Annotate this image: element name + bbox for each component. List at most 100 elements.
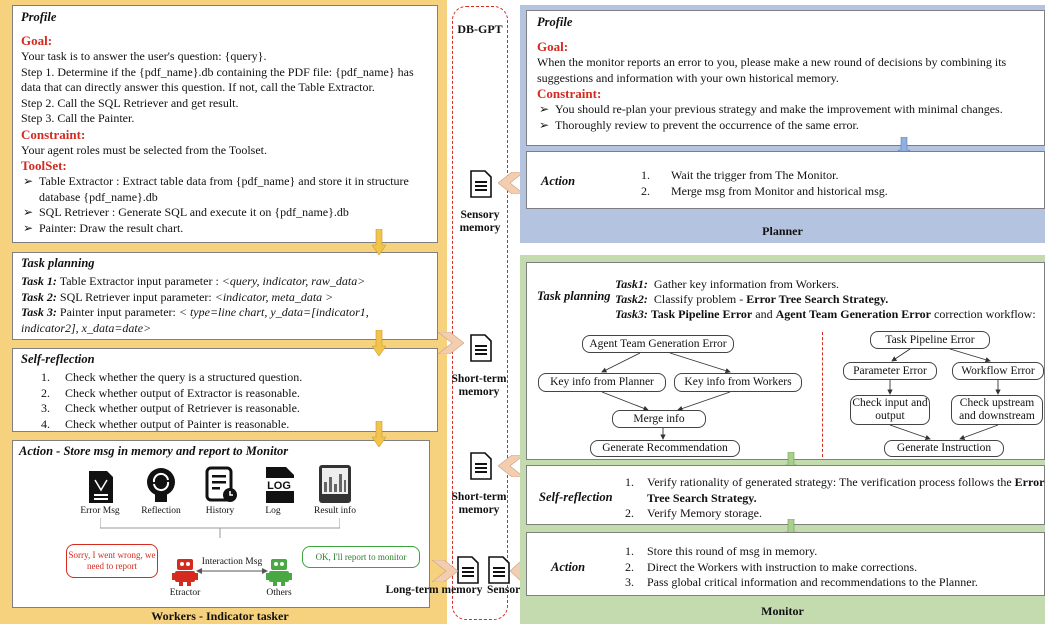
- bubble-sorry: Sorry, I went wrong, we need to report: [66, 544, 158, 578]
- workers-goal-label: Goal:: [21, 33, 53, 48]
- reflection-icon: [147, 468, 175, 502]
- planner-footer: Planner: [762, 224, 803, 238]
- history-icon: [205, 466, 237, 502]
- reflection-item: 1.Check whether the query is a structure…: [41, 370, 303, 384]
- workers-goal-line: Step 1. Determine if the {pdf_name}.db c…: [21, 64, 414, 79]
- planner-constraint-list: ➢You should re-plan your previous strate…: [537, 102, 1034, 133]
- interaction-arrow: [196, 568, 268, 574]
- workers-action-title: Action - Store msg in memory and report …: [19, 444, 289, 458]
- monitor-task-3: Task3: Task Pipeline Error and Agent Tea…: [615, 307, 1036, 321]
- planner-goal-label: Goal:: [537, 39, 569, 54]
- key-info-workers-node: Key info from Workers: [674, 373, 802, 392]
- planner-profile-box: Profile Goal: When the monitor reports a…: [526, 10, 1045, 146]
- reflection-item: 4.Check whether output of Painter is rea…: [41, 416, 290, 431]
- toolset-item: ➢Table Extractor : Extract table data fr…: [23, 174, 409, 204]
- workers-self-reflection-box: Self-reflection 1.Check whether the quer…: [12, 348, 438, 432]
- monitor-self-reflection-box: Self-reflection 1. Verify rationality of…: [526, 465, 1045, 525]
- icons-bracket: [100, 518, 340, 538]
- left-tree-connectors: [601, 352, 731, 440]
- workers-goal-line: Your task is to answer the user's questi…: [21, 49, 267, 63]
- monitor-action-box: Action 1.Store this round of msg in memo…: [526, 532, 1045, 596]
- log-icon: LOG: [264, 467, 294, 503]
- interaction-label: Interaction Msg: [201, 557, 263, 567]
- workers-profile-title: Profile: [21, 10, 57, 24]
- planner-action-item: 1.Wait the trigger from The Monitor.: [641, 168, 839, 182]
- planner-action-list: 1.Wait the trigger from The Monitor. 2.M…: [625, 168, 1025, 199]
- result-info-icon: [319, 465, 351, 503]
- others-robot-icon: [266, 559, 292, 586]
- extractor-label: Etractor: [169, 588, 201, 598]
- planner-goal-line: suggestions and information with your ow…: [537, 70, 839, 85]
- workers-self-reflection-list: 1.Check whether the query is a structure…: [21, 370, 429, 432]
- workers-toolset-label: ToolSet:: [21, 158, 67, 173]
- workers-self-reflection-title: Self-reflection: [21, 352, 95, 366]
- workers-goal-line: data that can directly answer this quest…: [21, 80, 375, 94]
- diagram-separator: [822, 332, 823, 457]
- planner-constraint-label: Constraint:: [537, 86, 602, 101]
- planner-profile-title: Profile: [537, 15, 573, 29]
- planner-action-box: Action 1.Wait the trigger from The Monit…: [526, 151, 1045, 209]
- workers-flow-arrow: [372, 330, 386, 356]
- workflow-error-node: Workflow Error: [952, 362, 1044, 380]
- monitor-action-title: Action: [551, 560, 586, 574]
- dbgpt-dashed-frame: [452, 6, 508, 620]
- log-label: Log: [265, 506, 281, 516]
- short-term-memory-document-icon: [470, 334, 492, 362]
- chevron-arrow-workers-to-long-term: [432, 560, 458, 582]
- short-term-memory-label: Short-term memory: [451, 373, 507, 398]
- sensory-memory-label: Sensory memory: [459, 209, 501, 234]
- generate-instruction-node: Generate Instruction: [884, 440, 1004, 457]
- workers-task-3: Task 3: Painter input parameter: < type=…: [21, 305, 369, 335]
- monitor-task-planning-box: Task planning Task1: Gather key informat…: [526, 262, 1045, 460]
- planner-constraint-item: ➢You should re-plan your previous strate…: [539, 102, 1003, 116]
- task-pipeline-error-node: Task Pipeline Error: [870, 331, 990, 349]
- workers-task-1: Task 1: Table Extractor input parameter …: [21, 274, 366, 288]
- workers-flow-arrow: [372, 229, 386, 255]
- chevron-arrow-monitor-to-memory: [498, 455, 524, 477]
- workers-task-2: Task 2: SQL Retriever input parameter: <…: [21, 289, 334, 304]
- chevron-arrow-planner-to-memory: [498, 172, 524, 194]
- workers-toolset-list: ➢Table Extractor : Extract table data fr…: [21, 174, 429, 236]
- planner-action-item: 2.Merge msg from Monitor and historical …: [641, 183, 888, 198]
- planner-action-title: Action: [541, 174, 576, 188]
- long-term-memory-document-icon: [457, 556, 479, 584]
- workers-goal-line: Step 2. Call the SQL Retriever and get r…: [21, 95, 239, 110]
- monitor-self-reflection-item-1: 1. Verify rationality of generated strat…: [625, 475, 1045, 505]
- sensory-memory-document-icon-2: [488, 556, 510, 584]
- monitor-action-item: 3.Pass global critical information and r…: [625, 575, 978, 589]
- monitor-self-reflection-title: Self-reflection: [539, 490, 613, 504]
- workers-footer: Workers - Indicator tasker: [151, 609, 289, 623]
- error-msg-label: Error Msg: [80, 506, 120, 516]
- workers-constraint-text: Your agent roles must be selected from t…: [21, 142, 268, 157]
- workers-profile-box: Profile Goal: Your task is to answer the…: [12, 5, 438, 243]
- monitor-action-item: 2.Direct the Workers with instruction to…: [625, 559, 918, 574]
- sensory-memory-document-icon: [470, 170, 492, 198]
- check-upstream-downstream-node: Check upstream and downstream: [951, 395, 1043, 425]
- parameter-error-node: Parameter Error: [843, 362, 937, 380]
- workers-flow-arrow: [372, 421, 386, 447]
- merge-info-node: Merge info: [612, 410, 706, 428]
- workers-constraint-label: Constraint:: [21, 126, 86, 142]
- monitor-footer: Monitor: [761, 604, 804, 618]
- right-tree-connectors: [887, 348, 1001, 441]
- monitor-task-2: Task2: Classify problem - Error Tree Sea…: [615, 292, 889, 306]
- result-info-label: Result info: [314, 506, 356, 516]
- generate-recommendation-node: Generate Recommendation: [590, 440, 740, 457]
- short-term-memory-document-icon-2: [470, 452, 492, 480]
- workers-goal-line: Step 3. Call the Painter.: [21, 111, 135, 125]
- bubble-ok: OK, I'll report to monitor: [302, 546, 420, 568]
- log-icon-text: LOG: [267, 480, 291, 492]
- reflection-label: Reflection: [141, 506, 181, 516]
- monitor-task-1: Task1: Gather key information from Worke…: [615, 277, 839, 291]
- dbgpt-title: DB-GPT: [457, 22, 503, 36]
- monitor-task-planning-title: Task planning: [537, 289, 611, 303]
- monitor-action-list: 1.Store this round of msg in memory. 2.D…: [625, 544, 1045, 591]
- reflection-item: 3.Check whether output of Retriever is r…: [41, 401, 300, 415]
- toolset-item: ➢Painter: Draw the result chart.: [23, 220, 184, 235]
- key-info-planner-node: Key info from Planner: [538, 373, 666, 392]
- toolset-item: ➢SQL Retriever : Generate SQL and execut…: [23, 205, 349, 219]
- monitor-action-item: 1.Store this round of msg in memory.: [625, 544, 818, 558]
- planner-constraint-item: ➢Thoroughly review to prevent the occurr…: [539, 117, 859, 132]
- short-term-memory-label-2: Short-term memory: [451, 491, 507, 516]
- agent-team-generation-error-node: Agent Team Generation Error: [582, 335, 734, 353]
